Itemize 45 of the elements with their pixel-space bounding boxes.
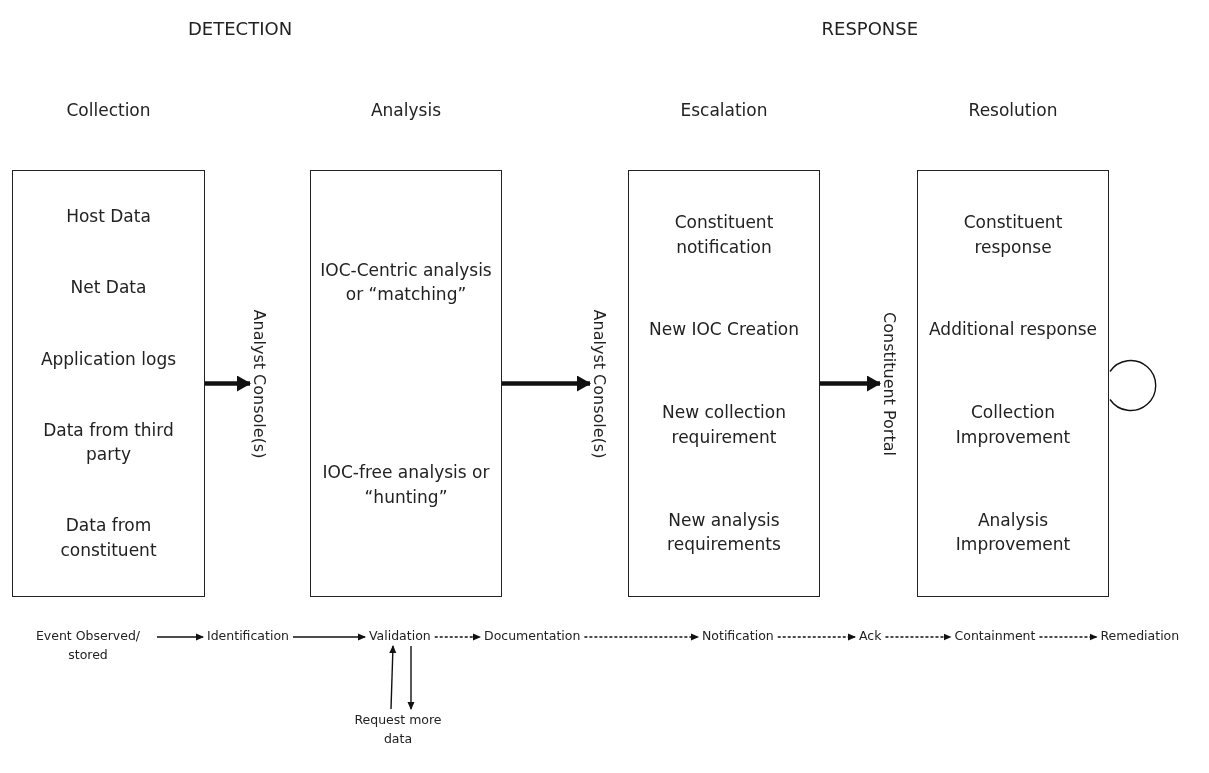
step-label: Remediation [1100,626,1180,646]
arrow [884,633,952,641]
step-label: Event Observed/ stored [23,626,153,665]
box-item-text: Analysis Improvement [954,508,1072,557]
vertical-label: Analyst Console(s) [590,309,609,458]
step-label: Identification [207,626,289,646]
box-item-text: New IOC Creation [648,318,800,342]
step-label: Validation [369,626,431,646]
box-item-text: New analysis requirements [666,508,782,557]
arrow [389,645,397,710]
arrow [777,633,856,641]
arrow [205,375,251,392]
stage-heading: Collection [65,100,152,120]
stage-heading: Escalation [679,100,769,120]
step-label: Documentation [484,626,581,646]
section-heading: RESPONSE [821,18,919,39]
section-heading: DETECTION [188,18,293,39]
box-item-text: Additional response [929,318,1097,342]
box-item-text: Host Data [66,205,151,229]
step-label: Containment [954,626,1036,646]
arrow [820,375,881,392]
box-item-text: Net Data [70,276,147,300]
box-item-text: Collection Improvement [954,401,1072,449]
arrow [156,633,204,641]
box-item-text: Data from third party [42,418,175,467]
box-item-text: Constituent notification [673,211,775,259]
arrow [583,633,699,641]
vertical-label: Analyst Console(s) [250,309,269,458]
box-item-text: IOC-free analysis or “hunting” [321,461,491,509]
box-item-text: Application logs [40,347,177,371]
step-label: Notification [702,626,774,646]
arrow [502,375,591,392]
arrow [1038,633,1098,641]
arrow [434,633,481,641]
arrow [292,633,366,641]
box-item-text: Data from constituent [59,514,158,563]
box-item-text: New collection requirement [660,401,787,449]
arrow [407,645,415,710]
step-label: Ack [859,626,882,646]
stage-heading: Resolution [967,100,1059,120]
vertical-label: Constituent Portal [880,311,899,456]
stage-heading: Analysis [369,100,442,120]
step-label: Request more data [348,710,448,749]
box-item-text: Constituent response [962,211,1064,259]
box-item-text: IOC-Centric analysis or “matching” [319,258,493,307]
